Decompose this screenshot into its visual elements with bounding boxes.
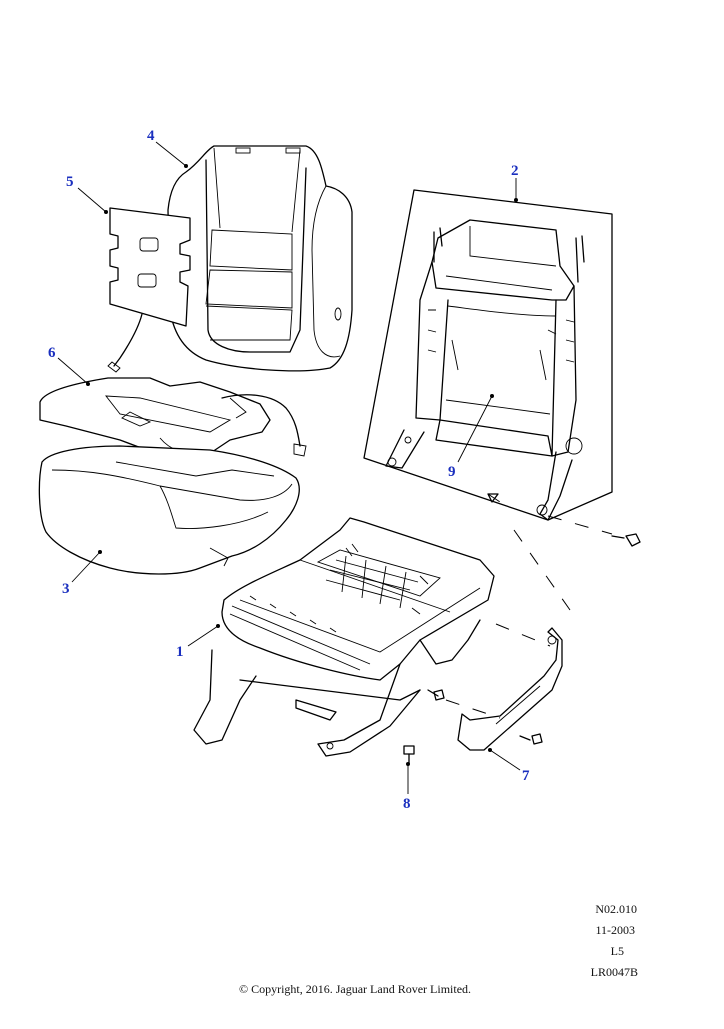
reference-level: L5 [610,944,624,958]
callout-1: 1 [176,644,184,660]
callout-7: 7 [522,768,530,784]
drawing-id: LR0047B [590,965,638,979]
fasteners [403,533,641,765]
cushion-heater-mat [39,377,307,473]
reference-date: 11-2003 [595,923,635,937]
seat-back-frame-group [363,189,613,521]
seat-cushion [38,445,300,575]
reference-code: N02.010 [595,902,637,916]
seat-base-frame [193,517,495,757]
callout-9: 9 [448,464,456,480]
assembly-lines [445,493,613,719]
callout-6: 6 [48,345,56,361]
callout-2: 2 [511,163,519,179]
callout-8: 8 [403,796,411,812]
back-heater-mat [107,207,191,373]
callout-numbers: 1 2 3 4 5 6 7 8 9 [48,128,530,812]
copyright-notice: © Copyright, 2016. Jaguar Land Rover Lim… [238,982,472,996]
callout-3: 3 [62,581,70,597]
leader-lines [57,141,521,794]
seat-back-cushion [167,145,353,372]
callout-5: 5 [66,174,74,190]
mounting-bracket [457,627,563,751]
callout-4: 4 [147,128,155,144]
